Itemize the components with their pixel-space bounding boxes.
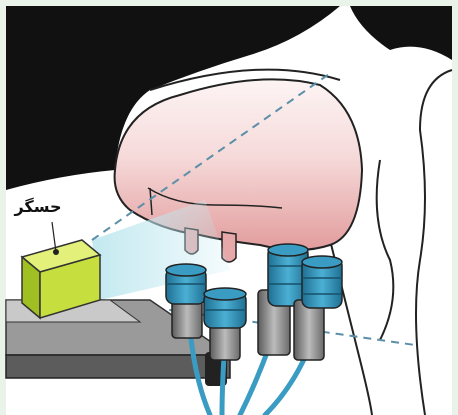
teat-cup-icon (166, 264, 206, 338)
teat-cup-icon (204, 288, 246, 360)
sensor-label: حسگر (8, 197, 68, 217)
